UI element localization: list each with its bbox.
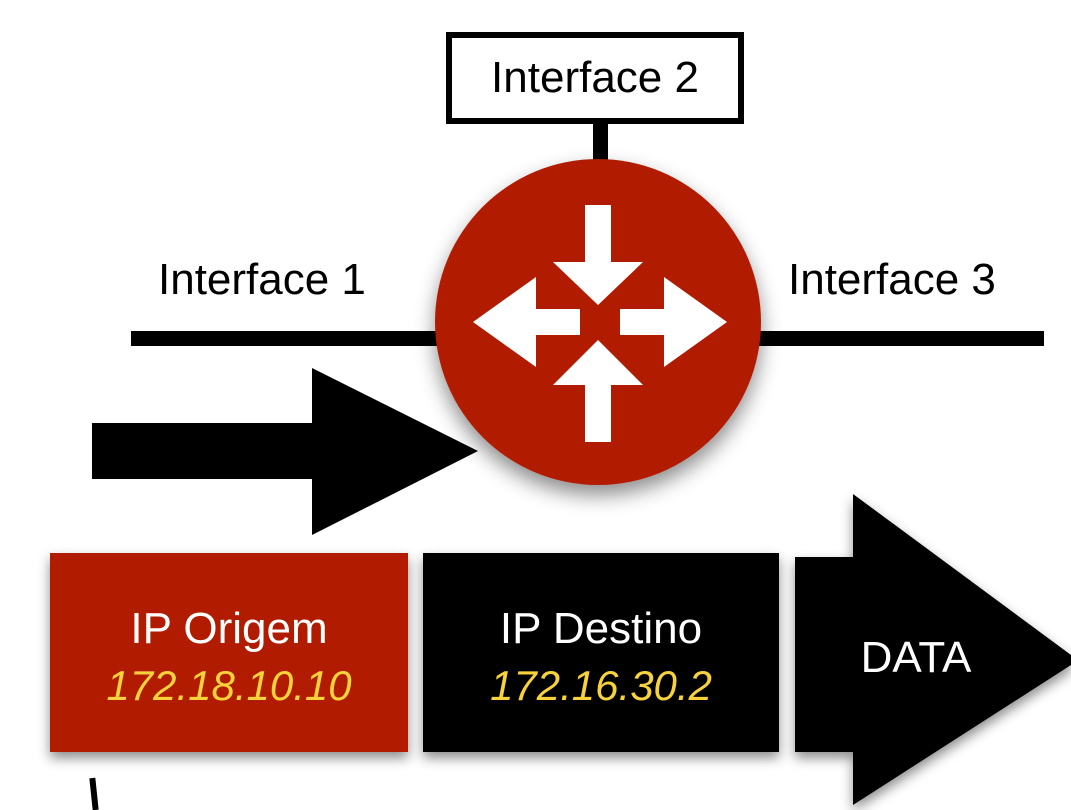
line-fragment <box>89 777 99 810</box>
source-ip-label: IP Origem <box>130 604 327 653</box>
interface-1-label: Interface 1 <box>158 255 366 304</box>
arrow-left-icon <box>473 277 580 367</box>
router-body <box>435 159 761 485</box>
payload-label: DATA <box>861 633 972 682</box>
router-icon <box>435 159 761 485</box>
destination-ip-box: IP Destino 172.16.30.2 <box>423 553 779 752</box>
payload-arrow: DATA <box>795 494 1071 805</box>
arrow-up-icon <box>553 340 643 442</box>
flow-arrow-icon <box>92 368 478 535</box>
interface-2-box: Interface 2 <box>446 32 744 124</box>
arrow-down-icon <box>553 205 643 305</box>
arrow-right-icon <box>620 277 727 367</box>
source-ip-address: 172.18.10.10 <box>106 662 352 709</box>
destination-ip-address: 172.16.30.2 <box>490 662 712 709</box>
source-ip-box: IP Origem 172.18.10.10 <box>50 553 408 752</box>
interface-3-label: Interface 3 <box>788 255 996 304</box>
interface-2-label: Interface 2 <box>491 53 699 102</box>
destination-ip-label: IP Destino <box>500 604 702 653</box>
